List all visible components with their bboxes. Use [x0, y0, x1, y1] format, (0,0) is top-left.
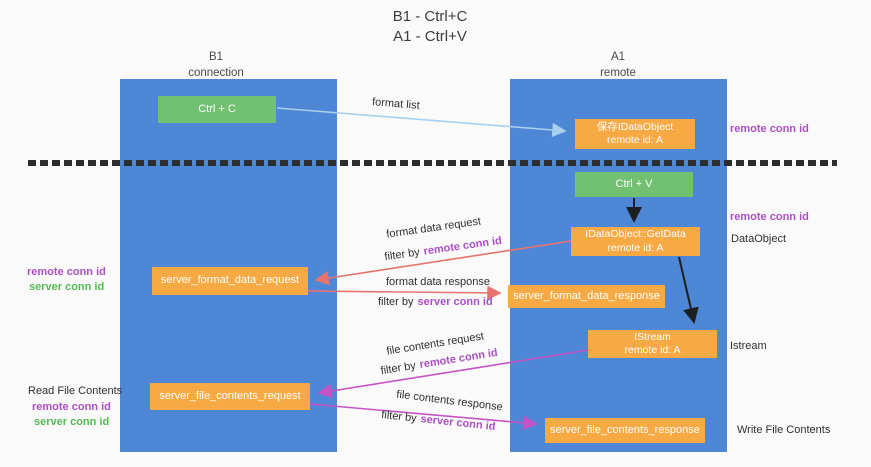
node-ctrl-v: Ctrl + V — [575, 172, 693, 197]
node-server-format-data-request: server_format_data_request — [152, 267, 308, 295]
node-istream-line1: IStream — [634, 330, 671, 343]
annotation-remote-conn-id-mid: remote conn id — [730, 211, 809, 223]
node-idataobject-getdata: IDataObject::GetData remote id: A — [571, 227, 700, 256]
node-server-format-data-response: server_format_data_response — [508, 285, 665, 308]
edge-label-format-list: format list — [371, 96, 421, 112]
edge-label-format-data-response: format data response — [386, 276, 490, 288]
annotation-read-file-contents: Read File Contents — [28, 385, 123, 397]
node-istream-line2: remote id: A — [624, 344, 681, 356]
node-ctrl-c-label: Ctrl + C — [198, 102, 236, 115]
filter-by-text: filter by — [378, 296, 414, 308]
filter-by-text: filter by — [380, 409, 418, 425]
node-file-request-label: server_file_contents_request — [159, 389, 301, 402]
title-line-2: A1 - Ctrl+V — [393, 27, 467, 45]
server-conn-id-text: server conn id — [419, 413, 496, 433]
annotation-istream: Istream — [730, 340, 767, 352]
annotation-left-server-conn-id-2: server conn id — [34, 416, 110, 428]
filter-by-text: filter by — [383, 246, 421, 264]
node-ctrl-v-label: Ctrl + V — [615, 177, 653, 190]
remote-conn-id-text: remote conn id — [422, 234, 503, 258]
lane-header-a1: A1 remote — [548, 50, 688, 81]
node-getdata-line2: remote id: A — [607, 241, 664, 254]
annotation-remote-conn-id-top: remote conn id — [730, 123, 809, 135]
node-server-file-contents-request: server_file_contents_request — [150, 383, 310, 410]
phase-divider-dashed-line — [28, 160, 837, 166]
node-format-request-label: server_format_data_request — [160, 274, 300, 287]
node-save-idataobject: 保存IDataObject remote id: A — [575, 119, 695, 149]
node-getdata-line1: IDataObject::GetData — [585, 228, 686, 241]
lane-a1-name: A1 — [610, 51, 626, 63]
edge-label-file-contents-response: file contents response — [395, 388, 504, 414]
node-server-file-contents-response: server_file_contents_response — [545, 418, 705, 443]
node-istream: IStream remote id: A — [588, 330, 717, 358]
annotation-left-remote-conn-id-2: remote conn id — [32, 401, 111, 413]
annotation-write-file-contents: Write File Contents — [737, 424, 831, 436]
edge-label-format-data-request: format data request — [385, 215, 482, 241]
lane-b1-role: connection — [188, 66, 244, 79]
annotation-left-remote-conn-id-1: remote conn id — [27, 266, 106, 278]
server-conn-id-text: server conn id — [417, 296, 493, 308]
annotation-dataobject: DataObject — [731, 233, 787, 245]
title-line-1: B1 - Ctrl+C — [392, 8, 468, 25]
node-save-idataobject-line2: remote id: A — [606, 134, 664, 146]
diagram-title: B1 - Ctrl+C A1 - Ctrl+V — [340, 7, 520, 46]
node-file-response-label: server_file_contents_response — [550, 423, 700, 436]
annotation-left-server-conn-id-1: server conn id — [29, 281, 105, 293]
node-save-idataobject-line1: 保存IDataObject — [596, 120, 674, 133]
node-ctrl-c: Ctrl + C — [158, 96, 276, 123]
lane-b1-name: B1 — [208, 51, 224, 63]
lane-header-b1: B1 connection — [146, 50, 286, 81]
filter-by-text: filter by — [379, 359, 417, 378]
node-format-response-label: server_format_data_response — [513, 289, 660, 302]
lane-a1-role: remote — [600, 66, 636, 79]
